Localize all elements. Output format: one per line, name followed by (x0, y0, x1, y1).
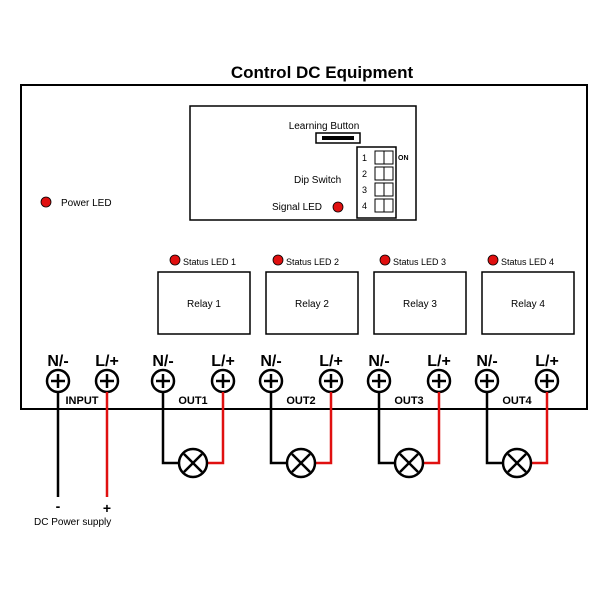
terminal-group-label: OUT3 (394, 395, 423, 407)
learning-button-knob (322, 136, 354, 140)
output-neg-wire (269, 392, 287, 465)
status-led-label: Status LED 2 (286, 257, 339, 267)
terminal-pos-label: L/+ (211, 353, 235, 370)
learning-button-label: Learning Button (289, 121, 360, 132)
output-neg-wire (377, 392, 395, 465)
dip-on-label: ON (398, 155, 409, 162)
output-neg-wire (485, 392, 503, 465)
relay-box (373, 271, 467, 335)
status-led-label: Status LED 3 (393, 257, 446, 267)
dip-switch-number: 2 (362, 169, 367, 179)
terminal-group-label: OUT1 (178, 395, 207, 407)
lamp-cross (183, 453, 203, 473)
lamp-cross (507, 453, 527, 473)
lamp-cross (291, 453, 311, 473)
output-pos-wire (531, 392, 549, 465)
output-pos-wire (423, 392, 441, 465)
status-led (272, 254, 284, 266)
status-led-label: Status LED 1 (183, 257, 236, 267)
terminal-neg-label: N/- (476, 353, 497, 370)
output-neg-wire (161, 392, 179, 465)
terminal-group: N/- L/+ INPUT N/- L/+ OUT1 N/- L/+ OUT2 N/- L/+ OUT… (45, 353, 560, 407)
dip-switches: 1 2 3 4 (362, 150, 394, 213)
dip-switch-number: 3 (362, 185, 367, 195)
relay-label: Relay 3 (403, 299, 437, 310)
terminal-pos-label: L/+ (319, 353, 343, 370)
relay-label: Relay 4 (511, 299, 545, 310)
power-led (40, 196, 52, 208)
signal-led-label: Signal LED (272, 202, 322, 213)
relay-box (481, 271, 575, 335)
signal-led (332, 201, 344, 213)
dip-switch-number: 1 (362, 153, 367, 163)
dip-switch-label: Dip Switch (294, 175, 341, 186)
terminal-neg-label: N/- (47, 353, 68, 370)
relay-box (157, 271, 251, 335)
status-led (379, 254, 391, 266)
power-supply-minus: - (56, 498, 61, 514)
terminal-pos-label: L/+ (95, 353, 119, 370)
relay-box (265, 271, 359, 335)
terminal-neg-label: N/- (152, 353, 173, 370)
terminal-pos-label: L/+ (535, 353, 559, 370)
relay-group: Status LED 1 Relay 1 Status LED 2 Relay 2 St… (157, 254, 575, 335)
output-pos-wire (315, 392, 333, 465)
terminal-group-label: OUT2 (286, 395, 315, 407)
power-led-label: Power LED (61, 198, 112, 209)
power-supply-label: DC Power supply (34, 517, 111, 528)
terminal-group-label: INPUT (66, 395, 99, 407)
wiring-group (56, 392, 549, 497)
relay-label: Relay 2 (295, 299, 329, 310)
status-led-label: Status LED 4 (501, 257, 554, 267)
terminal-pos-label: L/+ (427, 353, 451, 370)
output-pos-wire (207, 392, 225, 465)
relay-label: Relay 1 (187, 299, 221, 310)
dip-switch-number: 4 (362, 201, 367, 211)
lamp-cross (399, 453, 419, 473)
diagram-title: Control DC Equipment (231, 63, 414, 82)
status-led (169, 254, 181, 266)
status-led (487, 254, 499, 266)
power-supply-plus: + (103, 500, 111, 516)
terminal-neg-label: N/- (260, 353, 281, 370)
terminal-group-label: OUT4 (502, 395, 532, 407)
terminal-neg-label: N/- (368, 353, 389, 370)
